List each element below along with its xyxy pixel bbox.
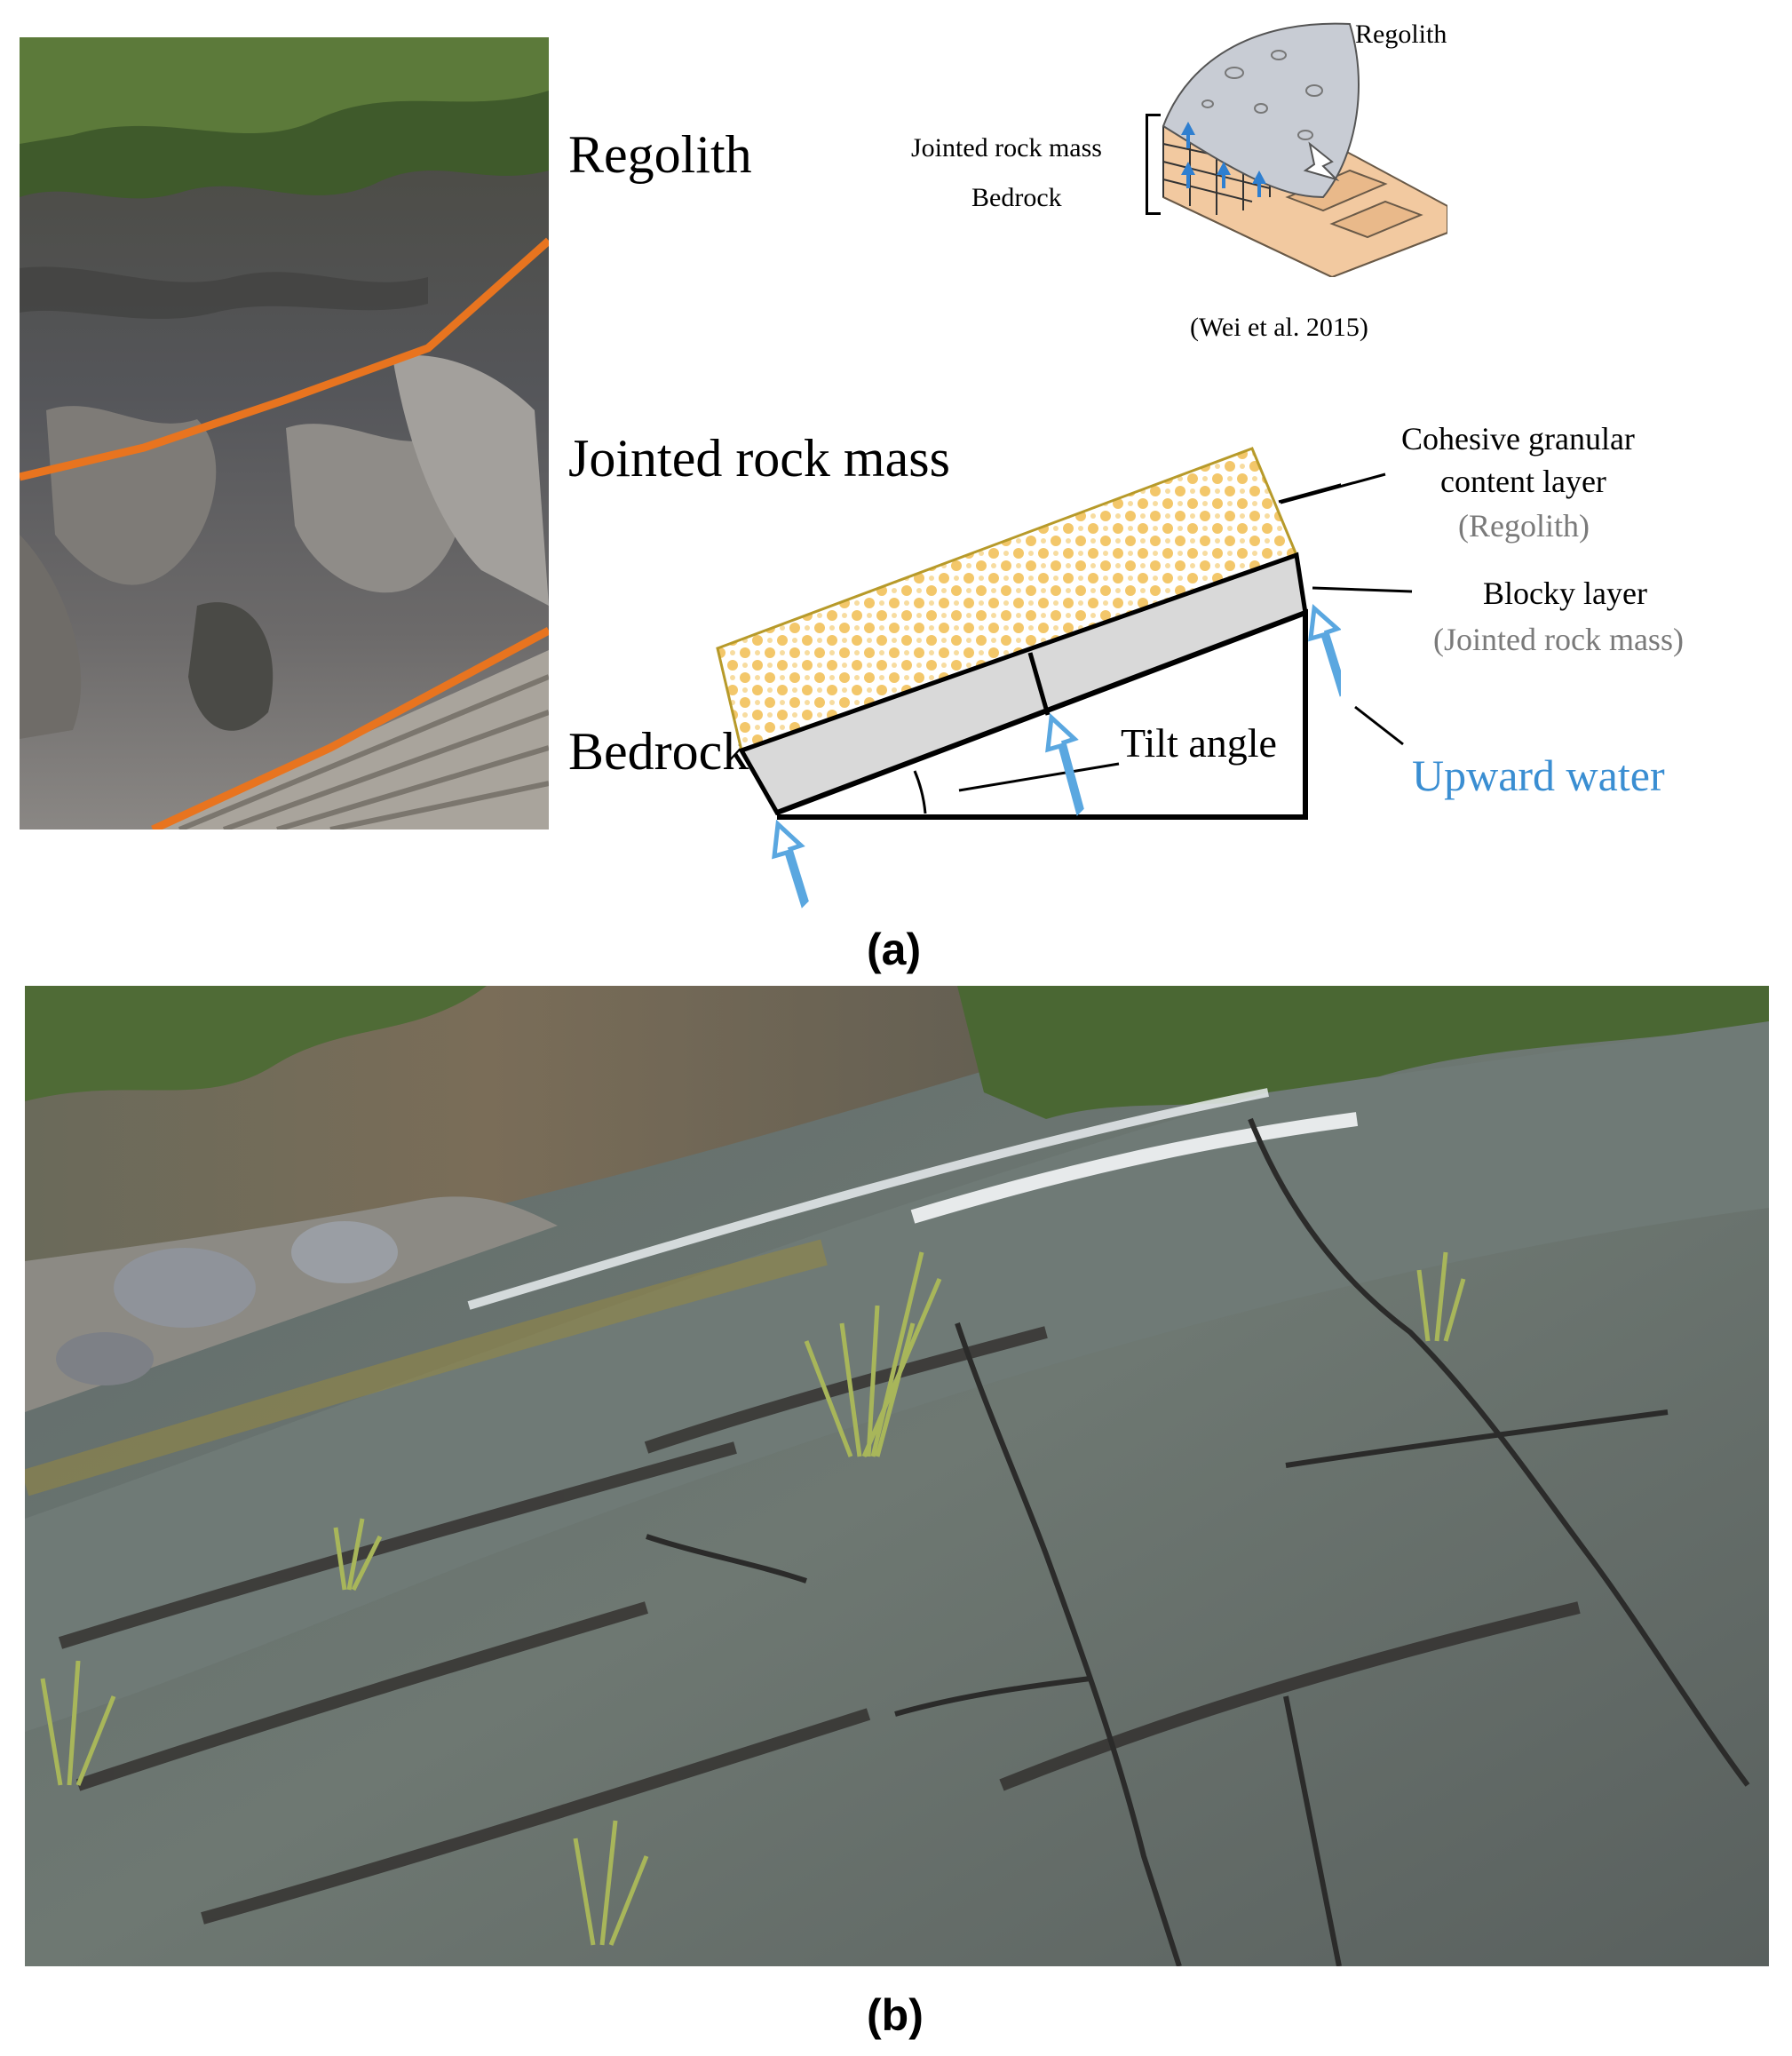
label-regolith: Regolith: [568, 125, 752, 184]
leader-lines: [1280, 472, 1413, 746]
inset-bracket: [1146, 114, 1161, 215]
inset-label-jointed-rock-mass: Jointed rock mass: [911, 133, 1102, 163]
label-jointed-rock-mass: Jointed rock mass: [568, 429, 950, 488]
streambed-photo: [25, 986, 1769, 1966]
inset-block-diagram: [1154, 20, 1447, 277]
caption-a: (a): [867, 925, 922, 974]
label-tilt-angle: Tilt angle: [1121, 720, 1277, 766]
label-blocky-layer: Blocky layer: [1483, 576, 1647, 611]
label-cohesive-line1: Cohesive granular: [1401, 421, 1635, 456]
inset-label-regolith: Regolith: [1355, 20, 1447, 49]
inset-label-bedrock: Bedrock: [971, 183, 1062, 212]
label-blocky-sub: (Jointed rock mass): [1433, 622, 1684, 657]
label-upward-water: Upward water: [1412, 750, 1665, 800]
label-bedrock: Bedrock: [568, 722, 749, 781]
caption-b: (b): [867, 1990, 924, 2040]
outcrop-photo: [20, 37, 549, 830]
inset-citation: (Wei et al. 2015): [1190, 313, 1368, 342]
label-cohesive-line2: content layer: [1440, 464, 1606, 499]
label-cohesive-sub: (Regolith): [1458, 508, 1590, 544]
slope-schematic: [702, 435, 1341, 915]
